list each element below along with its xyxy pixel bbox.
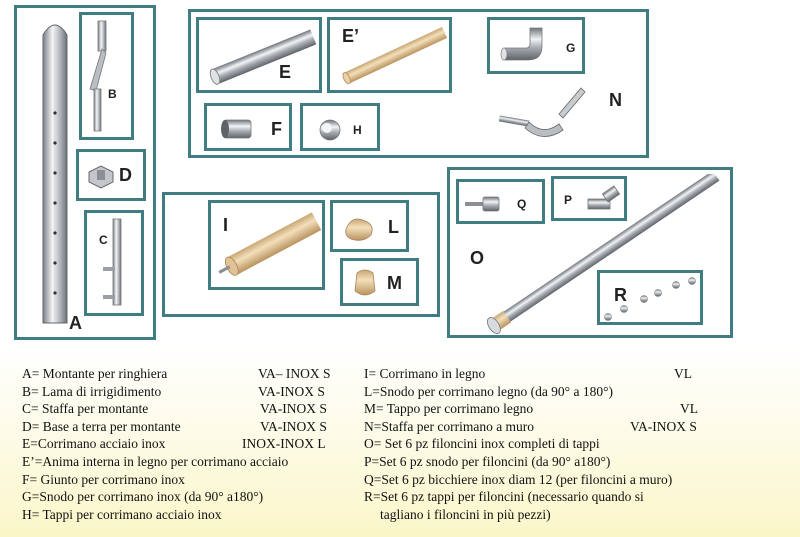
label-c: C [99,233,108,247]
legend-code: VA-INOX S [260,401,327,417]
legend-row: tagliano i filoncini in più pezzi) [364,506,784,524]
legend-text: M= Tappo per corrimano legno [364,401,534,417]
legend-text: A= Montante per ringhiera [22,366,168,381]
legend-row: M= Tappo per corrimano legno VL [364,400,784,418]
label-a: A [69,313,82,333]
legend-code: VA-INOX S [258,383,325,399]
steel-handrail-e-image [209,29,317,85]
label-l: L [388,217,399,237]
legend-row: Q=Set 6 pz bicchiere inox diam 12 (per f… [364,471,784,489]
legend-code: VA– INOX S [258,366,331,381]
label-i: I [223,215,229,235]
panel-l: L [330,200,409,252]
wall-bracket-n-image [499,87,586,137]
label-b: B [108,87,117,101]
panel-h: H [300,103,380,151]
legend-row: E’=Anima interna in legno per corrimano … [22,453,352,471]
wood-core-e1-image [342,27,448,85]
label-h: H [353,123,362,137]
legend-text: E’=Anima interna in legno per corrimano … [22,453,289,469]
legend-text: D= Base a terra per montante [22,418,181,434]
panel-e1: E’ [327,17,452,93]
legend-code: INOX-INOX L [242,436,326,452]
legend-row: P=Set 6 pz snodo per filoncini (da 90° a… [364,453,784,471]
legend-text: F= Giunto per corrimano inox [22,471,185,487]
legend-text: O= Set 6 pz filoncini inox completi di t… [364,436,600,452]
post-a-image [42,24,68,324]
label-r: R [614,285,627,305]
legend-text: C= Staffa per montante [22,401,149,417]
panel-d: D [76,149,146,201]
legend-text: H= Tappi per corrimano acciaio inox [22,506,222,522]
label-m: M [387,273,402,293]
label-e: E [279,62,292,82]
legend-row: A= Montante per ringhiera VA– INOX S [22,365,352,383]
label-n: N [609,90,622,110]
legend-text: P=Set 6 pz snodo per filoncini (da 90° a… [364,453,611,469]
label-e1: E’ [342,26,360,46]
legend-text: E=Corrimano acciaio inox [22,436,166,452]
joint-f-image [221,119,252,139]
cap-h-image [319,119,341,141]
legend-row: L=Snodo per corrimano legno (da 90° a 18… [364,383,784,401]
label-f: F [271,119,282,139]
panel-b: B [79,12,134,140]
legend-left: A= Montante per ringhiera VA– INOX S B= L… [22,365,352,523]
elbow-g-image [500,27,543,61]
panel-r: R [597,270,703,325]
panel-f: F [204,103,292,151]
legend-code: VA-INOX S [630,418,697,434]
label-o: O [470,248,485,268]
panel-i: I [208,200,325,290]
legend-text: G=Snodo per corrimano inox (da 90° a180°… [22,489,264,505]
legend-code: VA-INOX S [260,418,327,434]
legend-row: D= Base a terra per montante VA-INOX S [22,418,352,436]
legend-code: VL [674,366,692,381]
legend-row: O= Set 6 pz filoncini inox completi di t… [364,435,784,453]
legend-row: G=Snodo per corrimano inox (da 90° a180°… [22,488,352,506]
legend-text: Q=Set 6 pz bicchiere inox diam 12 (per f… [364,471,673,487]
legend-text: R=Set 6 pz tappi per filoncini (necessar… [364,489,644,505]
legend-text: B= Lama di irrigidimento [22,383,162,399]
legend-row: B= Lama di irrigidimento VA-INOX S [22,383,352,401]
legend-text: I= Corrimano in legno [364,366,486,381]
wood-handrail-i-image [218,212,322,276]
label-q: Q [517,197,527,211]
wood-elbow-l-image [345,218,373,241]
base-d-image [88,165,114,189]
legend-row: N=Staffa per corrimano a muro VA-INOX S [364,418,784,436]
bracket-c-image [103,218,122,306]
legend-row: R=Set 6 pz tappi per filoncini (necessar… [364,488,784,506]
wood-cap-m-image [354,269,376,296]
legend-row: H= Tappi per corrimano acciaio inox [22,506,352,524]
joint-p-image [587,185,621,210]
legend-row: C= Staffa per montante VA-INOX S [22,400,352,418]
panel-m: M [340,258,419,306]
panel-c: C [84,210,144,316]
legend-code: VL [680,401,698,417]
legend-text: L=Snodo per corrimano legno (da 90° a 18… [364,383,613,399]
panel-e: E [196,17,322,93]
legend-row: E=Corrimano acciaio inox INOX-INOX L [22,435,352,453]
panel-p: P [551,176,627,221]
brace-b-image [89,20,107,132]
socket-q-image [465,196,500,212]
legend-row: F= Giunto per corrimano inox [22,471,352,489]
parts-illustration: A B D C N [14,5,733,340]
parts-legend: A= Montante per ringhiera VA– INOX S B= L… [0,345,800,537]
rod-o-image [486,174,720,334]
legend-text: N=Staffa per corrimano a muro [364,418,535,434]
legend-text: tagliano i filoncini in più pezzi) [380,506,551,522]
label-d: D [119,165,132,185]
legend-row: I= Corrimano in legno VL [364,365,784,383]
label-p: P [564,193,573,207]
caps-r-image [604,277,696,321]
panel-q: Q [456,179,545,224]
label-g: G [566,41,576,55]
panel-g: G [487,17,585,74]
